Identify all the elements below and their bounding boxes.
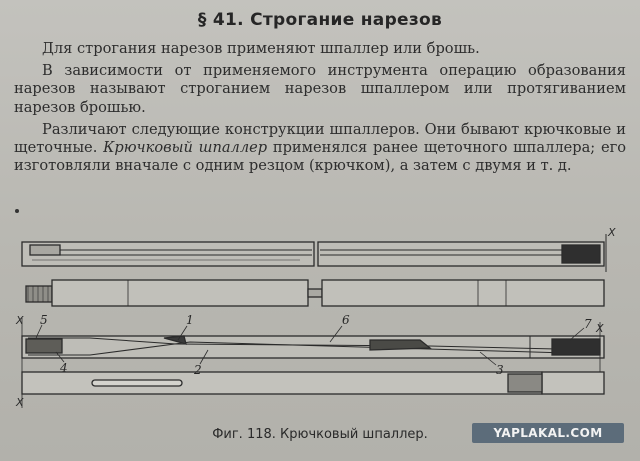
section-mark-right: X bbox=[595, 322, 604, 335]
body-text: Для строгания нарезов применяют шпаллер … bbox=[14, 40, 626, 179]
callout-1: 1 bbox=[186, 313, 194, 327]
paragraph-3-part-1: Различают следующие конструкции шпаллеро… bbox=[14, 120, 626, 157]
callout-4: 4 bbox=[59, 361, 68, 375]
section-mark-top: X bbox=[607, 226, 616, 239]
paragraph-3-part-2: применялся ранее щеточного шпаллера; его… bbox=[14, 139, 627, 175]
section-mark-left: X bbox=[15, 314, 24, 327]
bullet-mark bbox=[15, 209, 19, 213]
rod-section bbox=[21, 318, 605, 372]
paragraph-3-italic-term: Крючковый шпаллер bbox=[103, 139, 268, 157]
spaller-figure: X bbox=[15, 226, 616, 409]
callout-6: 6 bbox=[342, 313, 350, 327]
rod-second bbox=[25, 279, 605, 307]
paragraph-2: В зависимости от применяемого инструмент… bbox=[14, 62, 626, 116]
callout-3: 3 bbox=[496, 363, 504, 377]
watermark-badge: YAPLAKAL.COM bbox=[472, 423, 624, 443]
section-mark-bottom: X bbox=[15, 396, 24, 409]
callout-leaders bbox=[35, 324, 585, 366]
figure-caption: Фиг. 118. Крючковый шпаллер. bbox=[212, 427, 428, 442]
callout-7: 7 bbox=[584, 317, 592, 331]
paragraph-1: Для строгания нарезов применяют шпаллер … bbox=[42, 40, 480, 57]
section-heading: § 41. Строгание нарезов bbox=[197, 10, 443, 30]
callout-2: 2 bbox=[193, 363, 202, 377]
paragraph-3: Различают следующие конструкции шпаллеро… bbox=[14, 121, 626, 176]
rod-top bbox=[21, 234, 607, 272]
rod-bottom bbox=[21, 371, 605, 408]
callout-5: 5 bbox=[40, 313, 48, 327]
